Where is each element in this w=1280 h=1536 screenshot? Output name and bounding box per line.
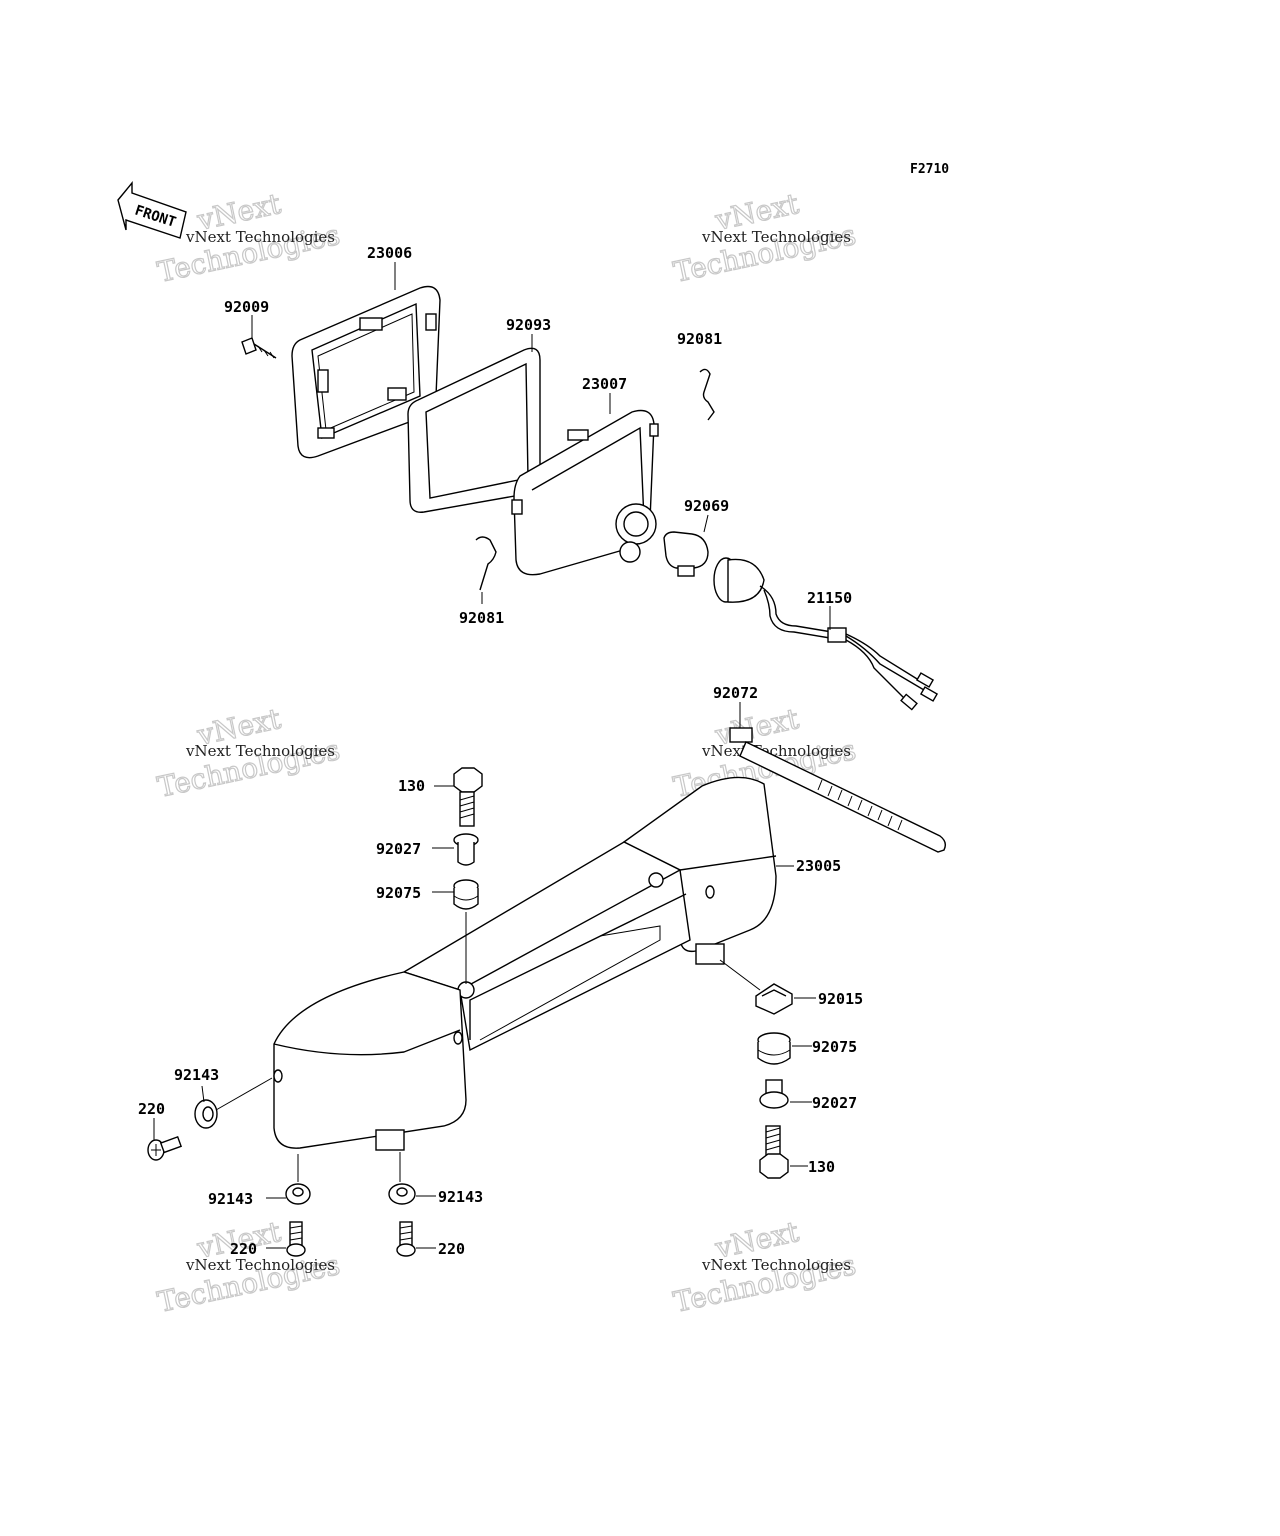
screw-220-left-drawing [147, 1135, 183, 1161]
label-92081-bottom: 92081 [459, 609, 504, 627]
svg-text:vNext Technologies: vNext Technologies [185, 1256, 335, 1274]
label-92075-top: 92075 [376, 884, 421, 902]
label-92143-bottom-left: 92143 [208, 1190, 253, 1208]
screw-220-bottom-right-drawing [396, 1221, 416, 1257]
grommet-92075-right-drawing [757, 1032, 791, 1065]
label-92143-bottom-right: 92143 [438, 1188, 483, 1206]
leader-92069 [703, 514, 709, 533]
svg-text:vNext Technologies: vNext Technologies [185, 228, 335, 246]
label-92072: 92072 [713, 684, 758, 702]
label-92069: 92069 [684, 497, 729, 515]
collar-92027-right-drawing [759, 1079, 789, 1109]
label-220-bottom-right: 220 [438, 1240, 465, 1258]
headlight-housing-23007-drawing [511, 409, 659, 576]
watermark-bottom-right: vNext Technologies vNext Technologies [670, 1214, 859, 1319]
watermark-top-right: vNext Technologies vNext Technologies [670, 186, 859, 289]
figure-code: F2710 [910, 162, 949, 177]
bumper-23005-drawing [273, 776, 777, 1151]
connector-92015 [719, 959, 761, 991]
grommet-92143-bottom-left-drawing [285, 1183, 311, 1205]
label-92075-right: 92075 [812, 1038, 857, 1056]
bolt-130-top-drawing [453, 767, 483, 827]
cable-tie-92072-drawing [729, 727, 947, 853]
nut-clip-92015-drawing [755, 983, 793, 1015]
grommet-92143-left-drawing [194, 1099, 218, 1129]
label-23007: 23007 [582, 375, 627, 393]
bolt-130-right-drawing [759, 1125, 789, 1179]
label-92027-right: 92027 [812, 1094, 857, 1112]
screw-220-bottom-left-drawing [286, 1221, 306, 1257]
label-23005: 23005 [796, 857, 841, 875]
label-130-right: 130 [808, 1158, 835, 1176]
clip-92081-bottom-drawing [475, 536, 497, 591]
watermark-mid-left: vNext Technologies vNext Technologies [154, 701, 343, 804]
bulb-92069-drawing [663, 531, 709, 577]
collar-92027-top-drawing [453, 833, 479, 866]
watermark-bottom-left: vNext Technologies vNext Technologies [154, 1214, 343, 1319]
grommet-92143-bottom-right-drawing [388, 1183, 416, 1205]
leader-92143-left [201, 1085, 205, 1103]
label-130-top: 130 [398, 777, 425, 795]
svg-text:vNext Technologies: vNext Technologies [701, 228, 851, 246]
front-arrow-icon: FRONT [117, 181, 187, 239]
svg-text:vNext Technologies: vNext Technologies [701, 1256, 851, 1274]
label-92143-left: 92143 [174, 1066, 219, 1084]
label-92093: 92093 [506, 316, 551, 334]
label-92009: 92009 [224, 298, 269, 316]
label-92027-top: 92027 [376, 840, 421, 858]
screw-92009-drawing [241, 337, 277, 359]
svg-text:vNext Technologies: vNext Technologies [185, 742, 335, 760]
label-220-left: 220 [138, 1100, 165, 1118]
label-220-bottom-left: 220 [230, 1240, 257, 1258]
label-23006: 23006 [367, 244, 412, 262]
watermark-top-left: vNext Technologies vNext Technologies [154, 186, 343, 289]
label-92081-top: 92081 [677, 330, 722, 348]
socket-21150-drawing [713, 557, 939, 711]
svg-text:vNext Technologies: vNext Technologies [701, 742, 851, 760]
clip-92081-top-drawing [699, 368, 715, 421]
connector-92143-left [215, 1077, 273, 1111]
label-21150: 21150 [807, 589, 852, 607]
label-92015: 92015 [818, 990, 863, 1008]
grommet-92075-top-drawing [453, 879, 479, 910]
